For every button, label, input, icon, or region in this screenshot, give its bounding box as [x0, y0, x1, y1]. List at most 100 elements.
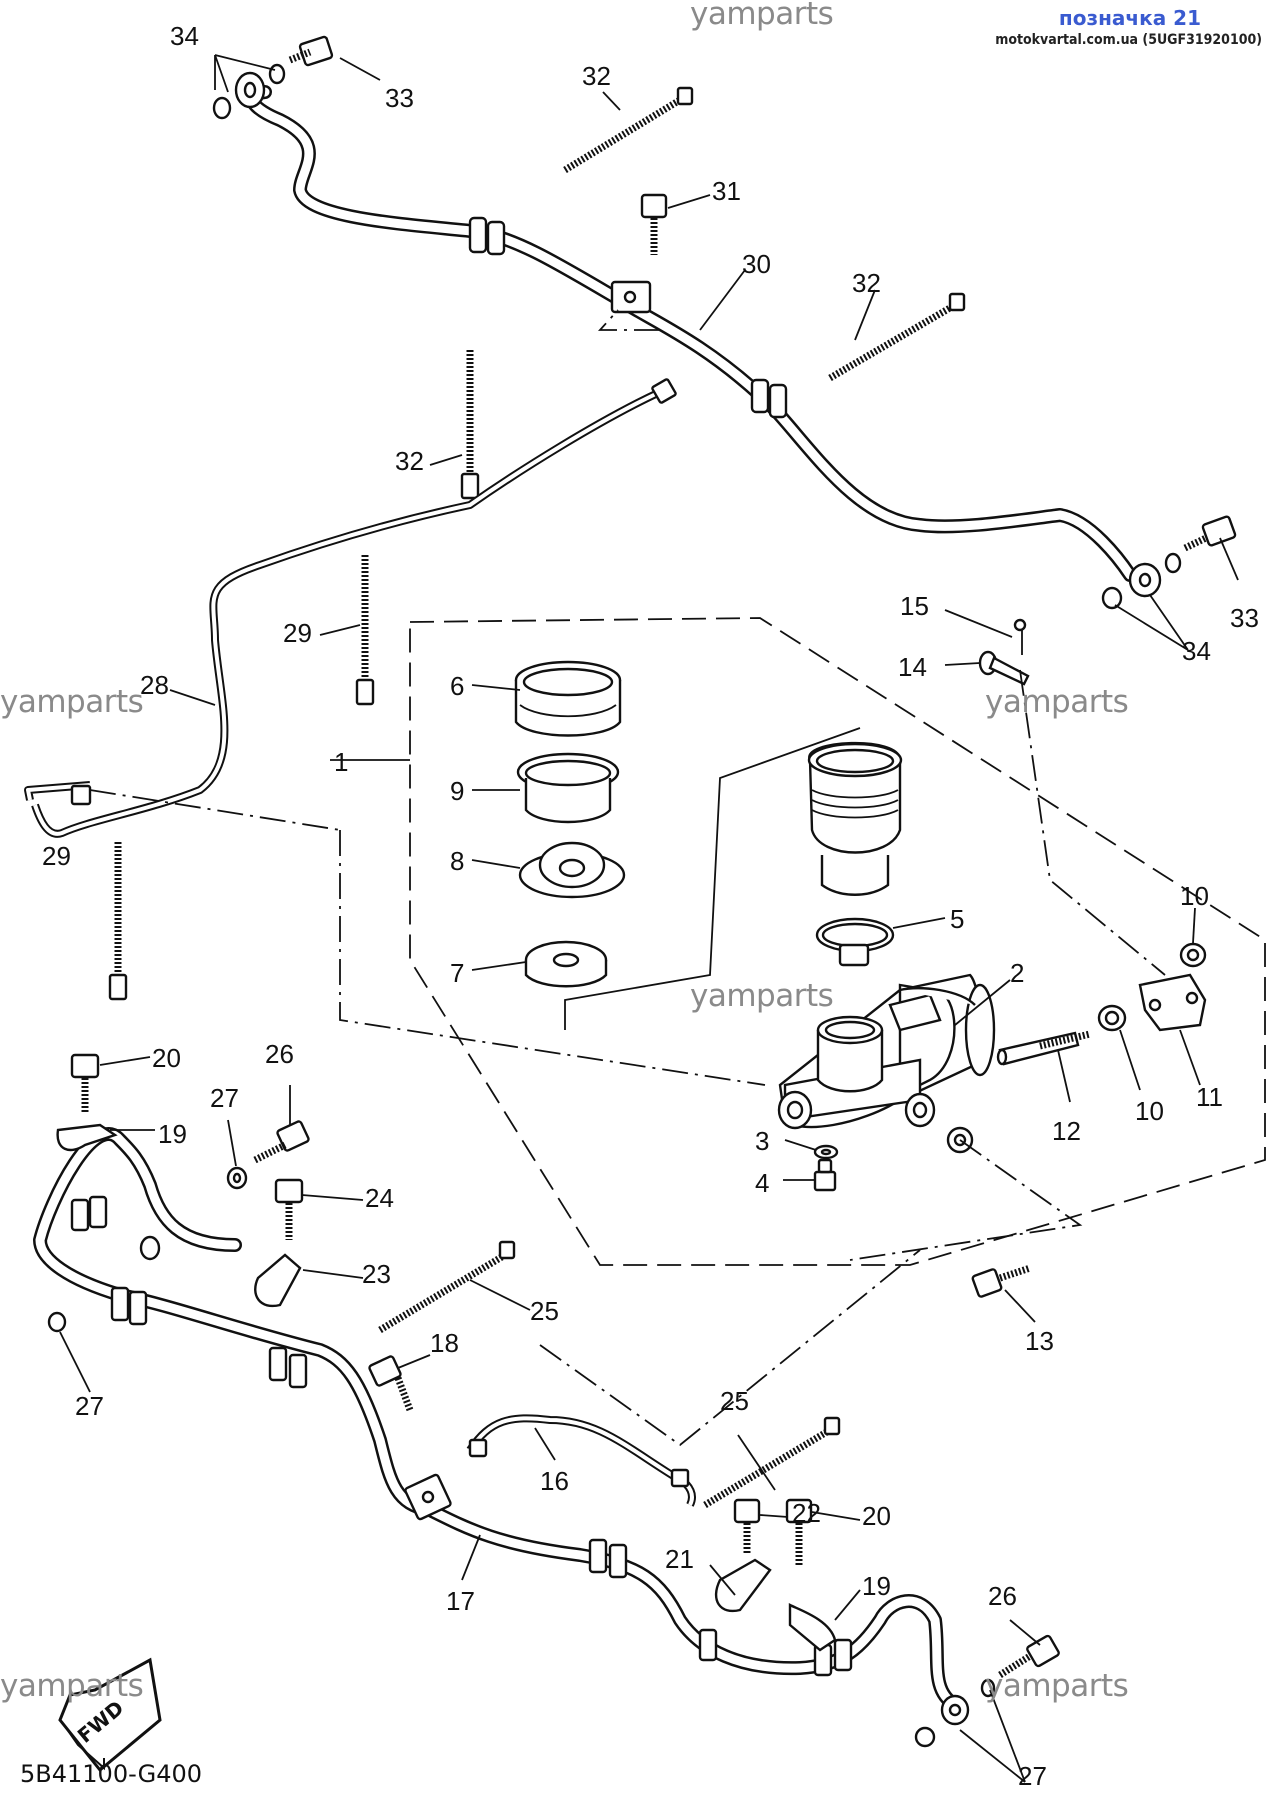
bolt-26-left: [253, 1120, 310, 1164]
callout: 7: [450, 958, 464, 988]
callout: 24: [365, 1183, 394, 1213]
callout: 4: [755, 1168, 769, 1198]
master-cylinder-2: [777, 973, 996, 1154]
nut-10-lower: [1097, 1004, 1127, 1032]
brake-line-16: [466, 1414, 696, 1507]
callout: 27: [1018, 1761, 1047, 1791]
header-subtitle: motokvartal.com.ua (5UGF31920100): [995, 32, 1262, 48]
callout: 33: [385, 83, 414, 113]
cap-6: [514, 660, 622, 737]
callout: 26: [988, 1581, 1017, 1611]
float-7: [524, 940, 608, 988]
hose-clamp-5: [815, 917, 895, 967]
callout: 34: [1182, 636, 1211, 666]
callout: 25: [530, 1296, 559, 1326]
watermark: yamparts: [985, 1668, 1129, 1704]
callout: 3: [755, 1126, 769, 1156]
nut-10-upper: [1179, 942, 1207, 968]
callout: 27: [75, 1391, 104, 1421]
cable-tie-25-right: [703, 1416, 841, 1509]
cable-tie-32-top: [563, 86, 694, 173]
diagram-code: 5B41100-G400: [20, 1760, 203, 1788]
callout: 22: [792, 1498, 821, 1528]
bolt-13: [971, 1264, 1032, 1298]
callout: 21: [665, 1544, 694, 1574]
washer-3: [813, 1144, 839, 1160]
clamp-23: [254, 1253, 302, 1308]
callout: 29: [42, 841, 71, 871]
callout: 26: [265, 1039, 294, 1069]
callout: 15: [900, 591, 929, 621]
watermark: yamparts: [690, 0, 834, 32]
watermark: yamparts: [0, 684, 144, 720]
diaphragm-8: [518, 841, 626, 899]
callout: 19: [158, 1119, 187, 1149]
callout: 10: [1135, 1096, 1164, 1126]
bolt-31: [640, 193, 668, 255]
callout: 31: [712, 176, 741, 206]
callout: 9: [450, 776, 464, 806]
lower-brake-hose-17: [33, 1127, 962, 1712]
watermark: yamparts: [690, 978, 834, 1014]
callout: 25: [720, 1386, 749, 1416]
header-title: позначка 21: [1058, 6, 1201, 30]
callout: 14: [898, 652, 927, 682]
bolt-20-right: [785, 1498, 813, 1565]
washer-27-lower-left: [47, 1311, 67, 1333]
cable-tie-29-upper: [355, 555, 375, 706]
watermark: yamparts: [0, 1668, 144, 1704]
callout: 11: [1196, 1082, 1223, 1112]
cable-tie-32-left: [460, 350, 480, 500]
callout: 32: [852, 268, 881, 298]
push-rod-12: [996, 1030, 1091, 1066]
watermark: yamparts: [985, 684, 1129, 720]
banjo-fitting-lower-right: [914, 1634, 1060, 1748]
callout: 1: [334, 747, 348, 777]
kit-outline-1: [409, 617, 1266, 1266]
leader-lines: [59, 54, 1239, 1783]
cable-tie-32-right: [828, 292, 966, 382]
callout: 6: [450, 671, 464, 701]
callout: 19: [862, 1571, 891, 1601]
cable-tie-25-left: [378, 1240, 516, 1334]
callout: 27: [210, 1083, 239, 1113]
cotter-pin-15: [1013, 618, 1027, 655]
bolt-18: [368, 1355, 414, 1412]
banjo-fitting-top-left: [212, 35, 334, 120]
callout-labels: 34 33 32 31 30 32 32 29 28 29 1 6 9 8 7 …: [42, 21, 1259, 1791]
callout: 18: [430, 1328, 459, 1358]
callout: 32: [395, 446, 424, 476]
callout: 23: [362, 1259, 391, 1289]
bolt-22: [733, 1498, 761, 1555]
callout: 13: [1025, 1326, 1054, 1356]
banjo-fitting-right: [1101, 515, 1237, 610]
callout: 32: [582, 61, 611, 91]
callout: 34: [170, 21, 199, 51]
clamp-19-left: [56, 1123, 118, 1152]
clevis-11: [1138, 973, 1207, 1032]
washer-27-left: [226, 1166, 248, 1190]
brake-line-28: [24, 378, 677, 838]
callout: 33: [1230, 603, 1259, 633]
callout: 5: [950, 904, 964, 934]
connector-lines: [89, 309, 1166, 1447]
fwd-arrow-icon: FWD: [58, 1657, 162, 1773]
bolt-24: [274, 1178, 304, 1240]
callout: 29: [283, 618, 312, 648]
diaphragm-holder-9: [516, 752, 620, 824]
cable-tie-29-lower: [108, 842, 128, 1001]
callout: 28: [140, 670, 169, 700]
reservoir-tank: [564, 727, 903, 1030]
callout: 30: [742, 249, 771, 279]
callout: 20: [862, 1501, 891, 1531]
callout: 20: [152, 1043, 181, 1073]
callout: 16: [540, 1466, 569, 1496]
bolt-20-left: [70, 1053, 100, 1112]
clamp-21: [714, 1558, 772, 1613]
callout: 2: [1010, 958, 1024, 988]
callout: 8: [450, 846, 464, 876]
callout: 17: [446, 1586, 475, 1616]
upper-brake-hose: [245, 85, 1137, 582]
callout: 12: [1052, 1116, 1081, 1146]
